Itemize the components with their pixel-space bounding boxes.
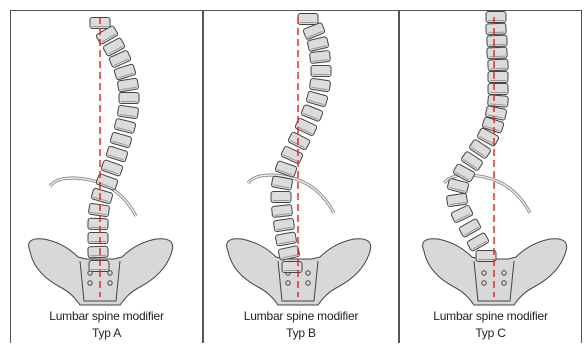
vertebra [311,66,331,77]
vertebra [476,251,496,262]
caption-title-b: Lumbar spine modifier [204,309,398,323]
vertebra [89,261,109,272]
caption-title-c: Lumbar spine modifier [400,309,581,323]
caption-title-a: Lumbar spine modifier [11,309,202,323]
vertebra [487,35,507,47]
vertebra [278,246,300,261]
vertebra [486,23,506,35]
vertebra-body [301,104,324,122]
spine-diagram-typ-c [400,11,583,344]
vertebra [446,193,467,207]
vertebra-shade [490,68,506,69]
vertebra-body [306,91,328,107]
vertebra [309,78,330,92]
vertebra-body [309,78,330,92]
vertebra [467,232,490,251]
vertebra [117,105,138,119]
vertebra [488,59,508,71]
vertebra-body [273,218,294,232]
panel-typ-a: Lumbar spine modifier Typ A [10,10,203,343]
vertebra-body [278,246,300,261]
spine-diagram-typ-b [204,11,400,344]
caption-type-a: Typ A [11,326,202,340]
vertebra [487,47,507,59]
vertebra [309,50,330,63]
vertebra [88,218,108,230]
vertebra [117,78,138,92]
vertebra-body [88,203,109,217]
caption-type-b: Typ B [204,326,398,340]
vertebra [459,218,482,237]
panel-typ-c: Lumbar spine modifier Typ C [399,10,582,343]
vertebra-body [275,232,297,246]
vertebra-body [106,146,128,163]
vertebra-shade [90,227,106,228]
vertebra-shade [488,32,504,33]
vertebra [96,173,119,190]
caption-type-c: Typ C [400,326,581,340]
vertebra [282,262,302,273]
vertebra [281,146,304,164]
vertebra-body [117,78,138,92]
vertebra-body [101,159,124,176]
panel-typ-b: Lumbar spine modifier Typ B [203,10,399,343]
vertebra [306,91,328,107]
vertebra-shade [489,44,505,45]
vertebra [91,188,113,204]
vertebra-body [91,188,113,204]
vertebra [119,93,139,104]
vertebra [88,233,108,244]
vertebra [488,95,509,108]
vertebra [110,132,132,148]
vertebra [486,12,506,23]
spine-diagram-typ-a [11,11,204,344]
vertebra [273,218,294,232]
vertebra-body [110,132,132,148]
vertebra [488,72,508,83]
vertebra-body [96,173,119,190]
vertebra [271,192,291,203]
vertebra [106,146,128,163]
vertebra [88,203,109,217]
vertebra [88,246,108,258]
vertebra-body [446,193,467,207]
vertebra [288,132,311,151]
vertebra-body [114,118,136,134]
vertebra [451,205,474,223]
vertebra [488,84,508,95]
vertebra [298,14,318,25]
vertebra [114,118,136,134]
vertebra [101,159,124,176]
vertebra [301,104,324,122]
vertebra-shade [90,255,106,256]
vertebra [275,232,297,246]
vertebra-shade [489,56,505,57]
vertebra [271,204,292,217]
vertebra-body [117,105,138,119]
